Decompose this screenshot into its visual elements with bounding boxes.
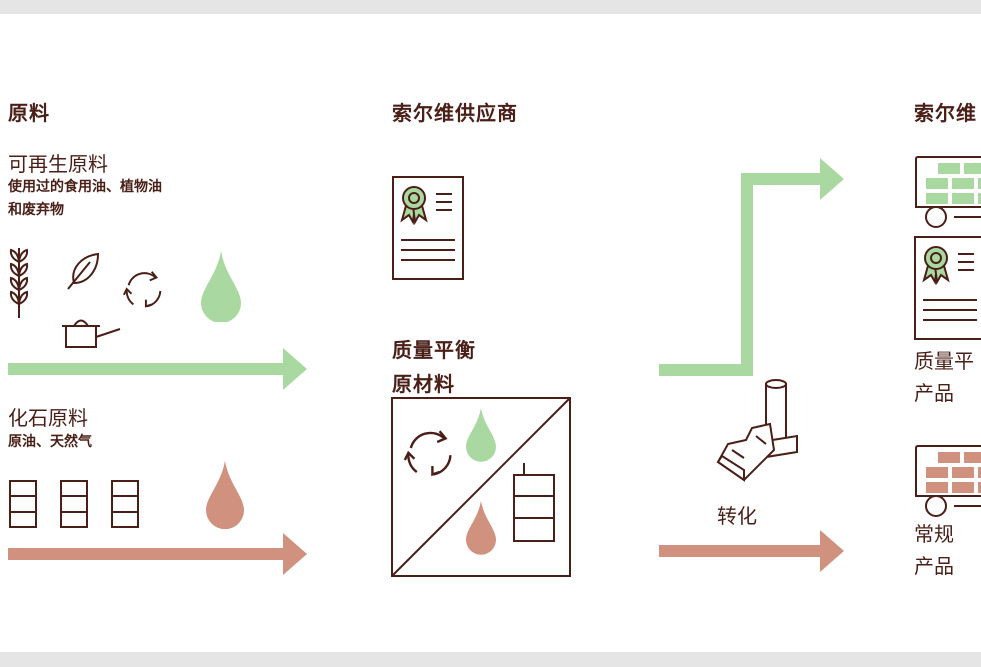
mass-balance-product-line2: 产品 [914,381,954,405]
barrel-icon [513,463,555,542]
truck-icon [915,156,981,228]
conventional-product-line1: 常规 [914,522,954,546]
mass-balance-arrow [659,158,844,376]
fossil-desc: 原油、天然气 [8,434,92,450]
conversion-label: 转化 [717,504,757,528]
recycle-icon [403,430,452,476]
bottom-band [0,652,981,667]
truck-icon [915,445,981,517]
fossil-arrow [8,533,307,575]
mass-balance-box [391,397,571,577]
droplet-icon [466,500,496,555]
mass-balance-product-line1: 质量平 [914,349,974,373]
wheat-icon [9,248,29,318]
solvay-title: 索尔维 [914,101,977,125]
mass-balance-label-line1: 质量平衡 [392,338,476,362]
renewable-desc-line2: 和废弃物 [8,202,64,218]
conventional-arrow [659,530,844,572]
recycle-icon [122,270,162,308]
raw-materials-title: 原料 [8,101,50,125]
fossil-heading: 化石原料 [8,406,88,430]
renewable-heading: 可再生原料 [8,152,108,176]
top-band [0,0,981,14]
barrel-icon [60,480,88,528]
cooking-pot-icon [62,319,121,348]
mass-balance-label-line2: 原材料 [392,372,455,396]
droplet-icon [206,460,244,530]
certificate-icon [914,236,981,340]
barrel-icon [111,480,139,528]
droplet-icon [201,251,241,322]
factory-icon [716,379,798,482]
droplet-icon [466,407,496,462]
leaf-icon [67,252,100,290]
certificate-icon [392,176,464,280]
renewable-arrow [8,348,307,390]
conventional-product-line2: 产品 [914,554,954,578]
supplier-title: 索尔维供应商 [392,101,518,125]
barrel-icon [9,480,37,528]
renewable-desc-line1: 使用过的食用油、植物油 [8,179,162,195]
